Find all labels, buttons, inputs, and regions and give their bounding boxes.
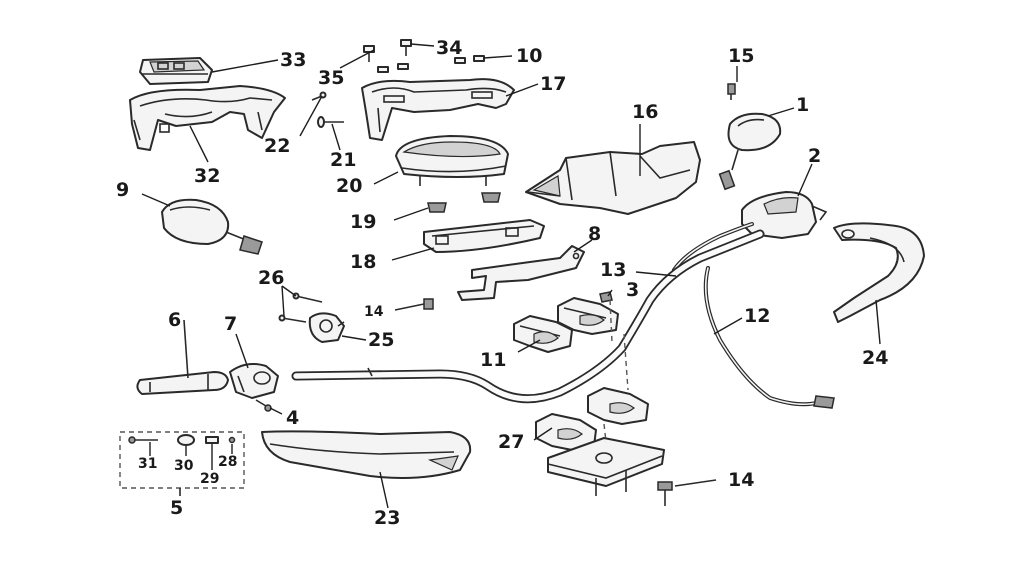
- part-14-screw-upper: [394, 298, 434, 311]
- part-24-hand-guard: [833, 222, 925, 323]
- part-2-right-switch: [741, 191, 828, 239]
- label-34: 34: [436, 37, 462, 59]
- label-25: 25: [368, 329, 394, 351]
- part-23-seat: [261, 430, 472, 479]
- label-33: 33: [280, 49, 306, 71]
- label-23: 23: [374, 507, 400, 529]
- handlebar-tube: [291, 229, 765, 404]
- part-33-switch-block: [139, 57, 213, 85]
- leader-lines: [141, 43, 881, 509]
- label-31: 31: [138, 456, 157, 472]
- label-13: 13: [600, 259, 626, 281]
- part-6-left-grip: [136, 319, 229, 395]
- label-21: 21: [330, 149, 356, 171]
- label-19: 19: [350, 211, 376, 233]
- label-35: 35: [318, 67, 344, 89]
- part-32-rear-cover: [129, 85, 286, 151]
- label-22: 22: [264, 135, 290, 157]
- part-16-headlight: [525, 141, 701, 215]
- part-34-screw: [400, 39, 412, 56]
- part-7-left-switch: [229, 363, 279, 399]
- part-labels: 1 2 3 4 5 6 7 8 9 10 11 12 13 14 14 15 1…: [116, 37, 888, 529]
- label-12: 12: [744, 305, 770, 327]
- label-11: 11: [480, 349, 506, 371]
- part-8-plate: [457, 245, 585, 301]
- part-19-grommets: [427, 192, 501, 213]
- part-22-screw: [311, 91, 327, 101]
- label-20: 20: [336, 175, 362, 197]
- label-14-lower: 14: [728, 469, 754, 491]
- part-11-clamp-blocks: [513, 297, 619, 353]
- label-9: 9: [116, 179, 129, 201]
- part-17-front-cover: [361, 78, 515, 141]
- label-4: 4: [286, 407, 299, 429]
- part-21-bolt: [317, 116, 344, 128]
- label-28: 28: [218, 454, 237, 470]
- label-3: 3: [626, 279, 639, 301]
- part-25-lever-clamp: [308, 312, 345, 343]
- part-14-bolt-lower: [657, 479, 717, 506]
- part-5-kit-box: [119, 431, 245, 496]
- part-9-mirror-left: [161, 198, 263, 255]
- assembly-guides: [603, 299, 629, 443]
- part-lower-clamps: [535, 387, 665, 496]
- label-8: 8: [588, 223, 601, 245]
- part-1-mirror-right: [718, 112, 782, 191]
- label-7: 7: [224, 313, 237, 335]
- part-15-bulb: [727, 83, 736, 100]
- part-12-brake-cable: [703, 266, 835, 409]
- label-1: 1: [796, 94, 809, 116]
- part-4-screw: [255, 399, 272, 412]
- label-14-upper: 14: [364, 304, 384, 320]
- label-29: 29: [200, 471, 219, 487]
- label-6: 6: [168, 309, 181, 331]
- label-26: 26: [258, 267, 284, 289]
- label-15: 15: [728, 45, 754, 67]
- label-27: 27: [498, 431, 524, 453]
- label-16: 16: [632, 101, 658, 123]
- part-20-speedometer: [395, 135, 509, 186]
- label-5: 5: [170, 497, 183, 519]
- label-2: 2: [808, 145, 821, 167]
- part-35-screw: [363, 45, 375, 62]
- part-18-bracket: [423, 219, 545, 253]
- label-24: 24: [862, 347, 888, 369]
- label-10: 10: [516, 45, 542, 67]
- part-13-throttle-cable: [672, 222, 754, 272]
- label-30: 30: [174, 458, 194, 474]
- part-10-clips: [377, 55, 485, 73]
- label-18: 18: [350, 251, 376, 273]
- label-17: 17: [540, 73, 566, 95]
- label-32: 32: [194, 165, 220, 187]
